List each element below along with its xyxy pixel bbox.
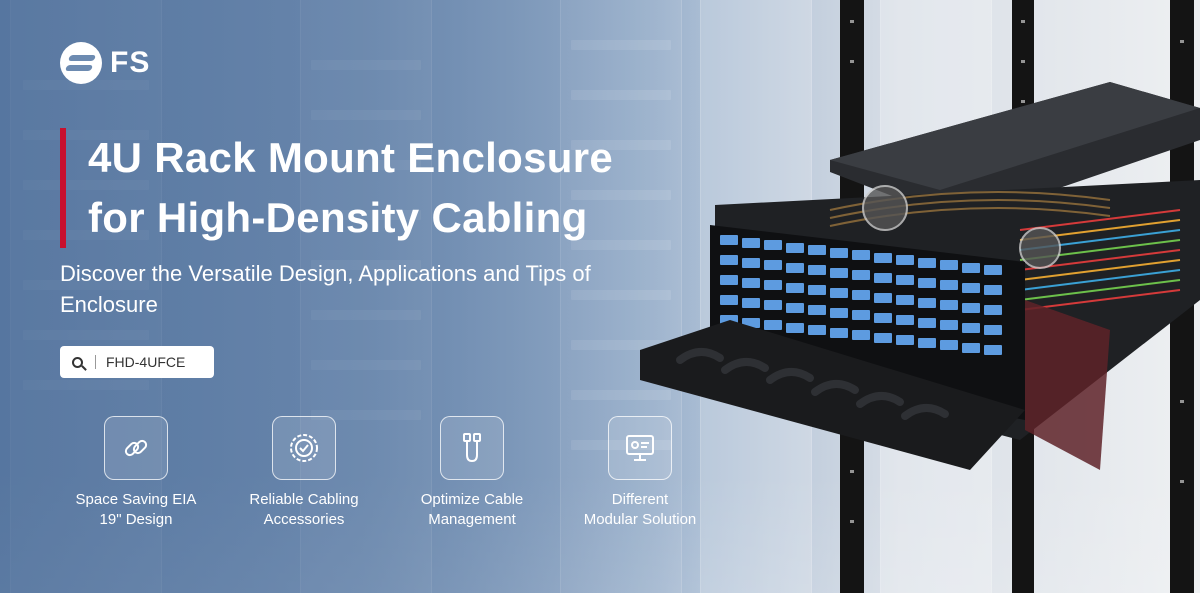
monitor-icon (608, 416, 672, 480)
subtitle: Discover the Versatile Design, Applicati… (60, 261, 591, 317)
brand-name: FS (110, 46, 151, 79)
cable-icon (440, 416, 504, 480)
enclosure-product-image (640, 0, 1200, 593)
headline: 4U Rack Mount Enclosure for High-Density… (60, 128, 613, 248)
headline-line-2: for High-Density Cabling (88, 194, 588, 241)
fs-logo-icon (60, 42, 102, 84)
search-separator (95, 355, 96, 369)
left-overlay (0, 0, 700, 593)
fs-logo[interactable]: FS (60, 42, 150, 84)
check-badge-icon (272, 416, 336, 480)
search-query: FHD-4UFCE (106, 354, 186, 370)
headline-line-1: 4U Rack Mount Enclosure (88, 134, 614, 181)
search-icon (72, 356, 83, 368)
search-box[interactable]: FHD-4UFCE (60, 346, 214, 378)
link-icon (104, 416, 168, 480)
